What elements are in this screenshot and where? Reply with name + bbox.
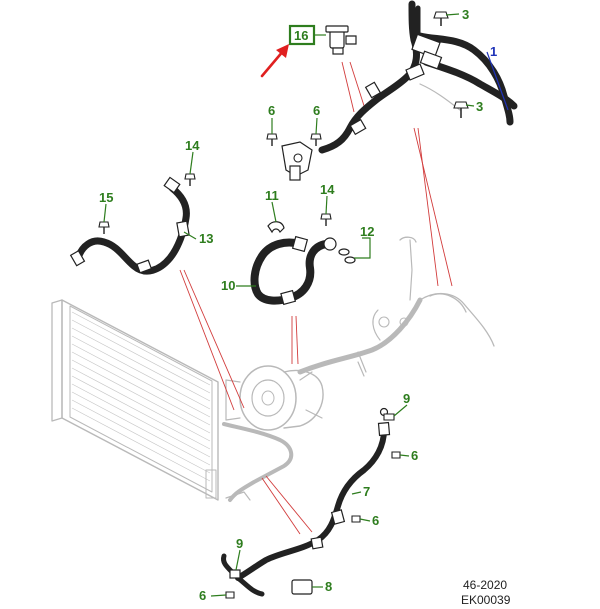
callout-16: 16 (294, 28, 308, 43)
compressor (225, 365, 324, 431)
callout-labels: 1 3 3 6 6 14 15 13 11 14 12 10 9 6 7 6 9… (99, 7, 497, 603)
red-arrow-icon (260, 44, 289, 78)
callout-6-bottom: 6 (199, 588, 206, 603)
reference-line-2: EK00039 (461, 593, 511, 607)
red-leader-lines (179, 61, 453, 535)
callout-14-left: 14 (185, 138, 200, 153)
hose-13 (69, 173, 196, 275)
callout-9-lower: 9 (236, 536, 243, 551)
callout-3-lower: 3 (476, 99, 483, 114)
hose-10 (250, 213, 356, 306)
highlighted-callout-16: 16 (260, 24, 326, 78)
callout-6-right: 6 (313, 103, 320, 118)
callout-leaders (103, 13, 509, 597)
callout-6-left: 6 (268, 103, 275, 118)
upper-bolts (266, 11, 469, 146)
callout-6-lower: 6 (372, 513, 379, 528)
callout-15: 15 (99, 190, 113, 205)
suction-hose-assembly (281, 0, 518, 181)
callout-14-mid: 14 (320, 182, 335, 197)
reference-line-1: 46-2020 (463, 578, 507, 592)
callout-12: 12 (360, 224, 374, 239)
callout-1: 1 (490, 44, 497, 59)
reference-code: 46-2020 EK00039 (461, 578, 511, 607)
callout-11: 11 (265, 188, 279, 203)
callout-9-upper: 9 (403, 391, 410, 406)
callout-13: 13 (199, 231, 213, 246)
callout-7: 7 (363, 484, 370, 499)
callout-3-upper: 3 (462, 7, 469, 22)
pressure-switch (325, 25, 357, 55)
callout-6-mid: 6 (411, 448, 418, 463)
condenser (51, 299, 219, 501)
callout-10: 10 (221, 278, 235, 293)
ghost-assembly (51, 83, 495, 502)
liquid-line-7 (221, 407, 401, 599)
callout-8: 8 (325, 579, 332, 594)
